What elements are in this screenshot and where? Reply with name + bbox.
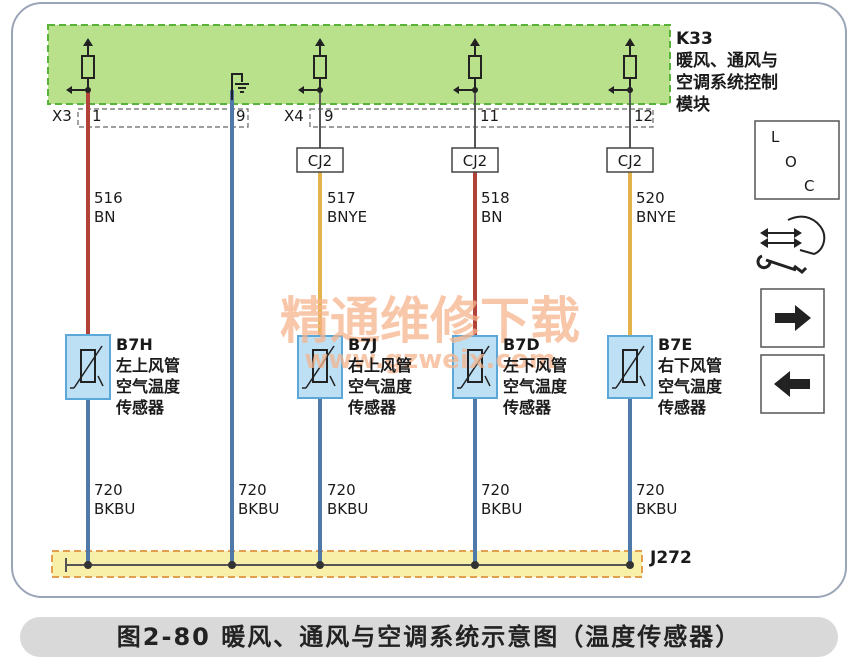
pullup-resistor-icon — [608, 38, 637, 94]
wire-color: BNYE — [636, 208, 676, 226]
watermark-url: www.gzweix.com — [304, 345, 556, 375]
back-button[interactable] — [761, 355, 824, 413]
ground-node-4 — [471, 561, 479, 569]
wire-number: 516 — [94, 189, 123, 207]
figure-caption: 图2-80 暖风、通风与空调系统示意图（温度传感器） — [116, 623, 742, 651]
arrow-left-icon — [774, 371, 810, 397]
pullup-resistor-icon — [453, 38, 482, 94]
sensor-desc-line: 左上风管 — [115, 356, 180, 375]
wire-number: 720 — [94, 481, 123, 499]
wire-color: BKBU — [327, 500, 368, 518]
ground-node-3 — [316, 561, 324, 569]
wire-color: BN — [94, 208, 116, 226]
sensor-desc-line: 右下风管 — [658, 356, 722, 375]
wire-number: 720 — [327, 481, 356, 499]
module-name-line: 暖风、通风与 — [676, 50, 778, 71]
wire-number: 720 — [481, 481, 510, 499]
wiring-diagram: CJ2 CJ2 CJ2 精通维修下载 www.gzweix.com K33 暖风… — [11, 2, 847, 598]
pin-label: 9 — [236, 107, 246, 125]
sensor-desc-line: 右上风管 — [348, 356, 412, 375]
sensor-desc-line: 空气温度 — [658, 377, 723, 396]
pullup-resistor-icon — [298, 38, 327, 94]
sensor-b7d — [452, 335, 498, 399]
pin-label: 9 — [324, 107, 334, 125]
sensor-b7j — [297, 335, 343, 399]
sensor-desc-line: 传感器 — [502, 398, 552, 417]
ground-node-1 — [84, 561, 92, 569]
loc-letter-c: C — [804, 177, 814, 195]
wire-number: 517 — [327, 189, 356, 207]
sensor-desc-line: 空气温度 — [116, 377, 181, 396]
connector-x3-outline — [77, 108, 249, 128]
sensor-desc-line: 空气温度 — [503, 377, 568, 396]
sensor-desc-line: 传感器 — [657, 398, 707, 417]
wire-number: 720 — [636, 481, 665, 499]
sensor-b7h — [65, 334, 111, 400]
sensor-desc-line: 传感器 — [115, 398, 165, 417]
splice-label: CJ2 — [618, 152, 642, 170]
forward-button[interactable] — [761, 289, 824, 347]
loc-letter-l: L — [771, 128, 780, 146]
splice-cj2-box — [451, 147, 499, 173]
harness-wrench-icon — [756, 215, 826, 274]
watermark-title: 精通维修下载 — [280, 292, 580, 350]
wire-color: BKBU — [481, 500, 522, 518]
loc-letter-o: O — [785, 153, 797, 171]
wire-color: BKBU — [636, 500, 677, 518]
pin-label: 1 — [92, 107, 102, 125]
sensor-id: B7H — [116, 335, 153, 354]
connector-x4-label: X4 — [284, 107, 304, 125]
sensor-b7e — [607, 335, 653, 399]
connector-x4-outline — [309, 108, 654, 128]
caption-bar — [20, 617, 838, 657]
splice-label: CJ2 — [463, 152, 487, 170]
arrow-right-icon — [775, 305, 811, 331]
pullup-resistor-icon — [66, 38, 95, 94]
sensor-id: B7D — [503, 335, 540, 354]
wire-color: BKBU — [238, 500, 279, 518]
ground-node-2 — [228, 561, 236, 569]
wire-color: BN — [481, 208, 503, 226]
wire-number: 518 — [481, 189, 510, 207]
splice-cj2-box — [296, 147, 344, 173]
module-name-line: 模块 — [676, 94, 711, 115]
wire-color: BKBU — [94, 500, 135, 518]
ground-bar-label: J272 — [649, 548, 692, 568]
module-name-line: 空调系统控制 — [676, 72, 778, 93]
pin-label: 12 — [634, 107, 653, 125]
sensor-desc-line: 空气温度 — [348, 377, 413, 396]
ground-node-5 — [626, 561, 634, 569]
splice-cj2-box — [606, 147, 654, 173]
sensor-id: B7J — [348, 335, 377, 354]
splice-label: CJ2 — [308, 152, 332, 170]
sensor-id: B7E — [658, 335, 692, 354]
wire-number: 520 — [636, 189, 665, 207]
loc-box: L O C — [754, 120, 840, 200]
wire-color: BNYE — [327, 208, 367, 226]
module-id: K33 — [676, 29, 713, 49]
connector-x3-label: X3 — [52, 107, 72, 125]
wire-number: 720 — [238, 481, 267, 499]
ground-symbol-icon — [231, 73, 249, 100]
sensor-desc-line: 左下风管 — [502, 356, 567, 375]
sensor-desc-line: 传感器 — [347, 398, 397, 417]
pin-label: 11 — [480, 107, 499, 125]
module-k33-box — [47, 24, 671, 105]
